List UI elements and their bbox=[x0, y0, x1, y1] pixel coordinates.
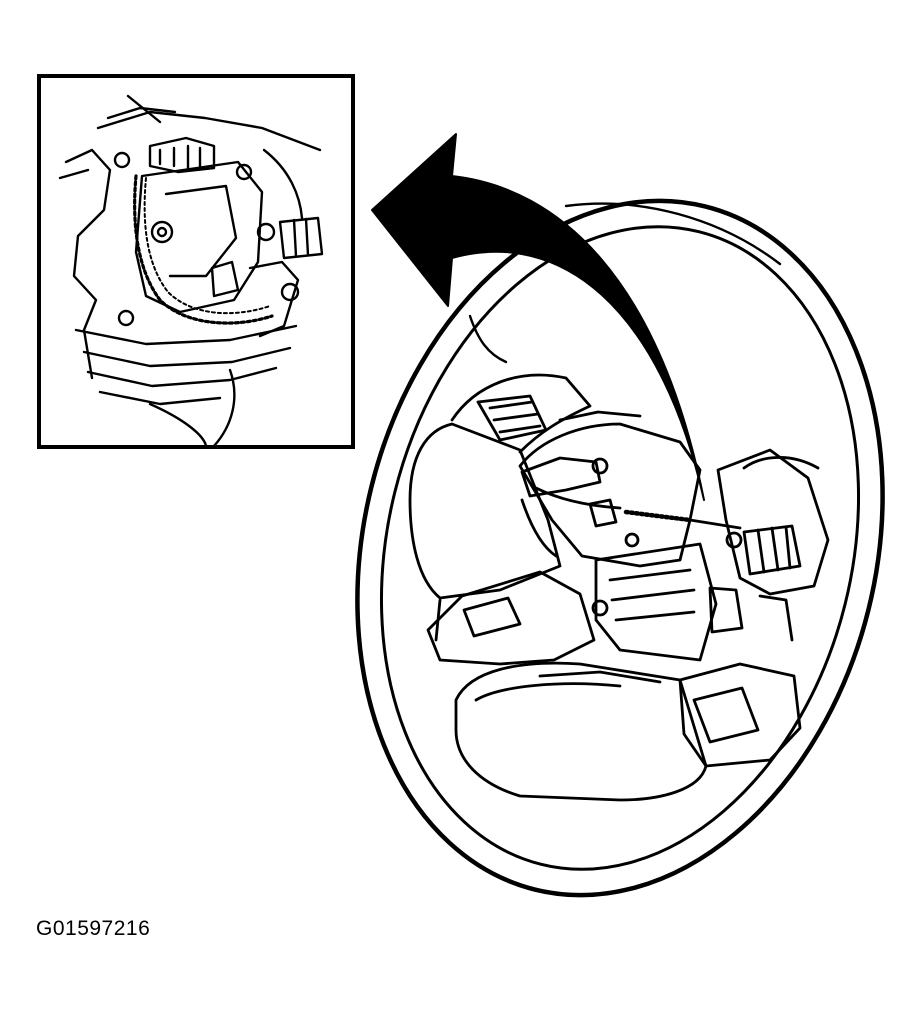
figure-code-label: G01597216 bbox=[36, 917, 151, 940]
detail-inset-frame bbox=[37, 74, 355, 449]
detail-inset-drawing bbox=[58, 94, 324, 448]
wheel-rim-outer bbox=[355, 198, 885, 898]
wheel-rim-inner bbox=[379, 225, 861, 871]
detail-inset bbox=[37, 74, 355, 449]
steering-wheel bbox=[355, 198, 885, 898]
wheel-hub-drawing bbox=[408, 373, 830, 802]
curved-callout-arrow bbox=[371, 133, 705, 501]
